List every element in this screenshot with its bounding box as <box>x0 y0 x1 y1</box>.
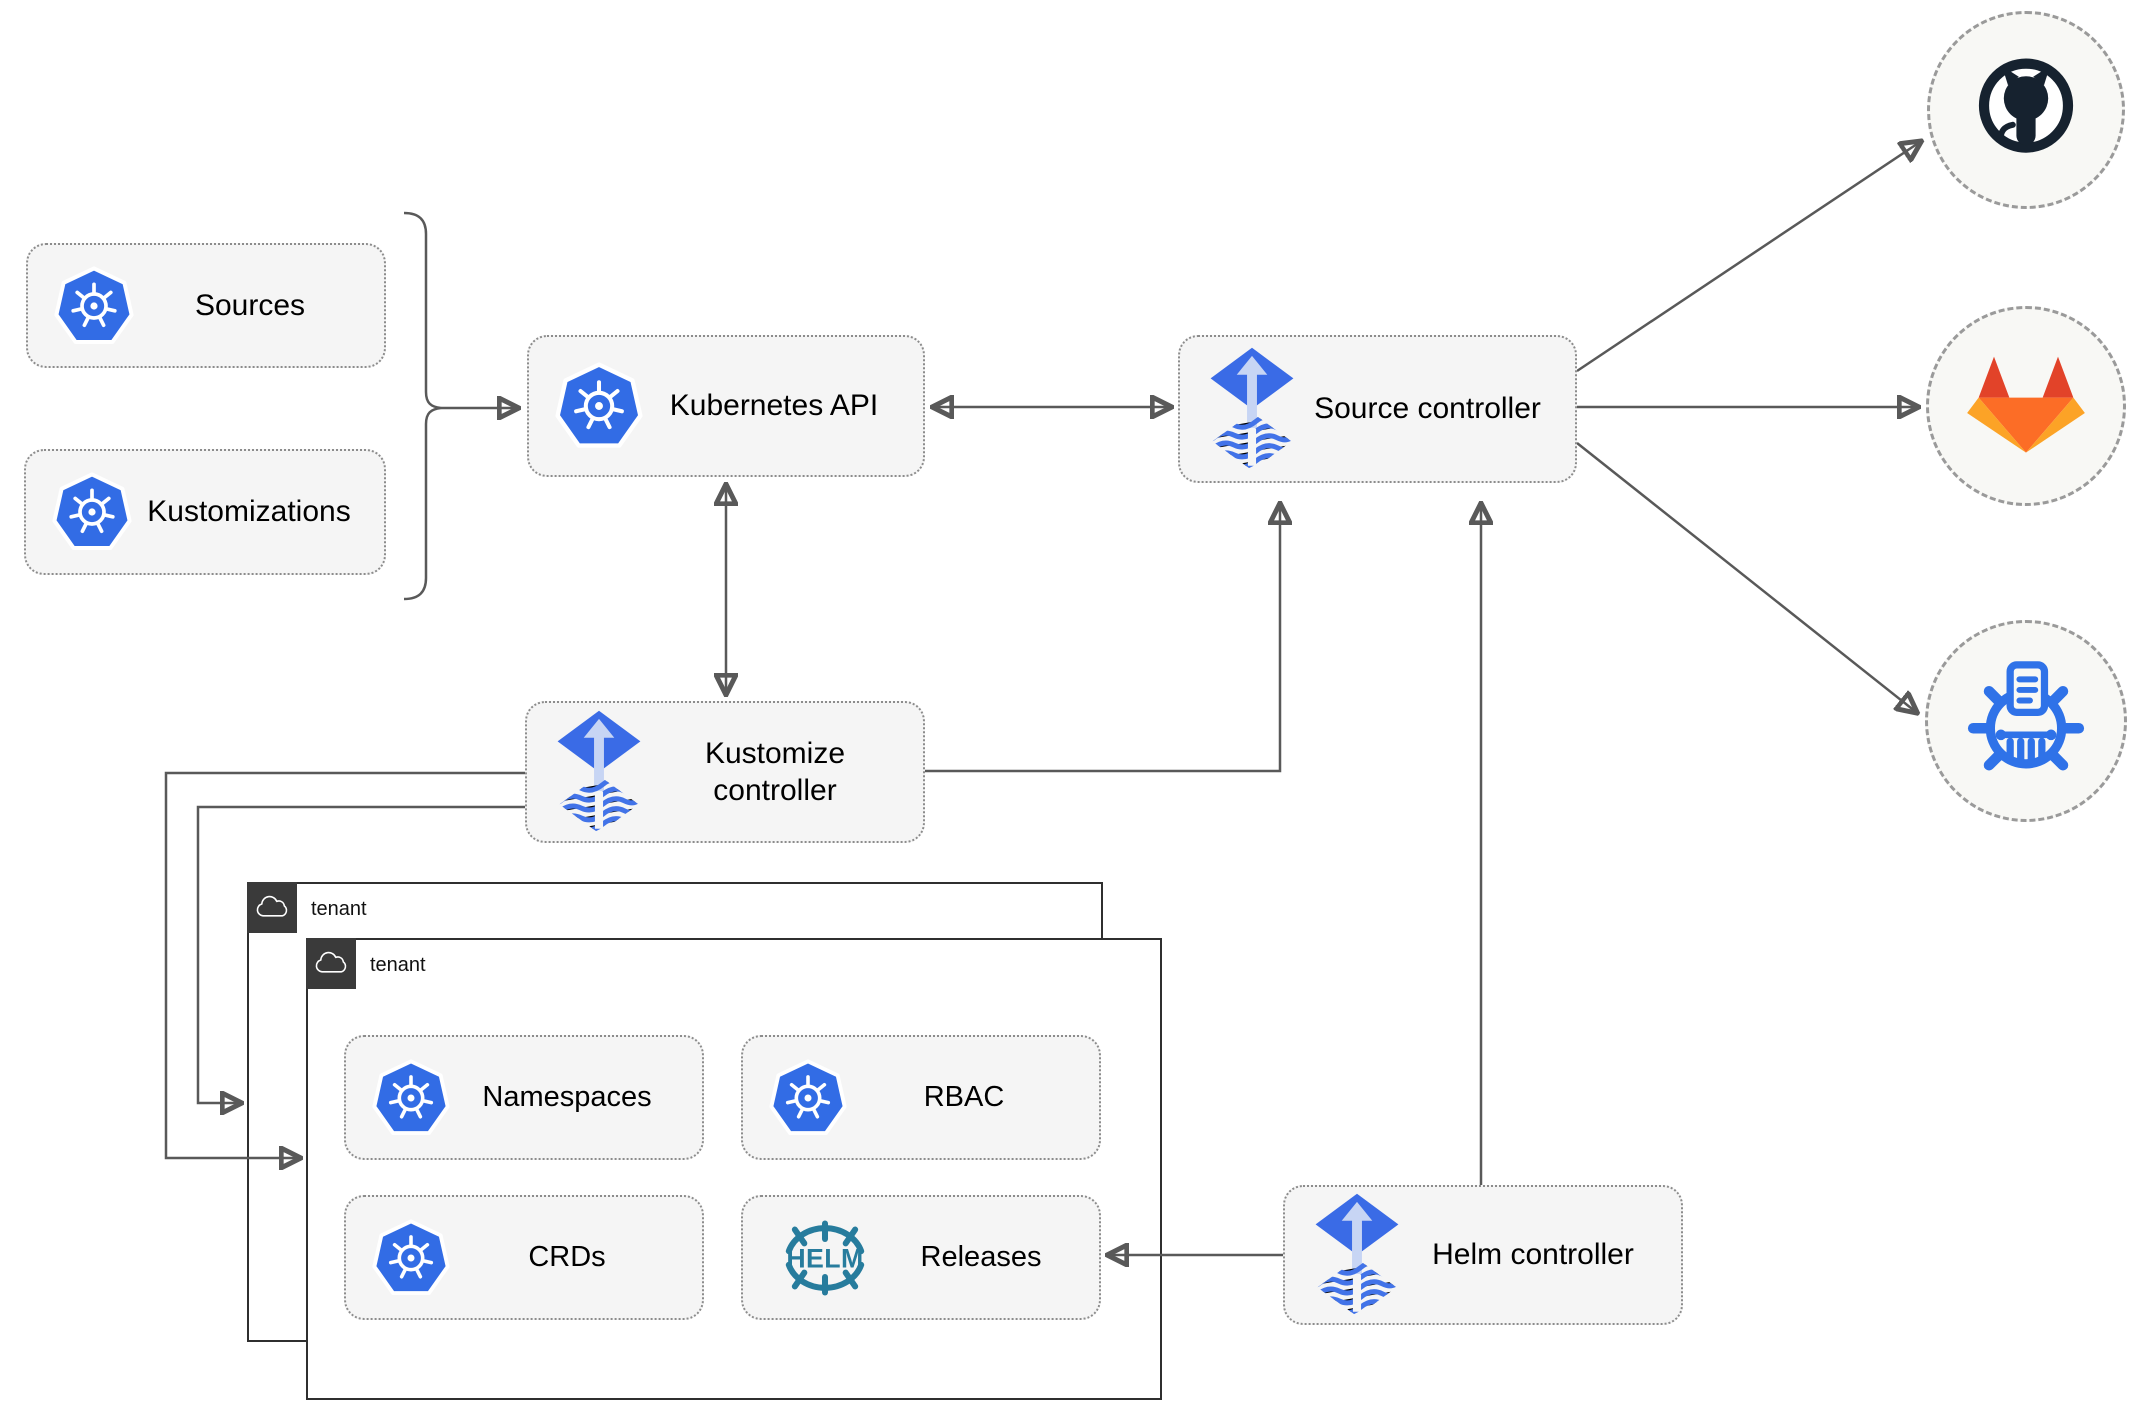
node-label: Kustomizations <box>147 495 351 529</box>
cloud-icon <box>247 882 297 933</box>
flux-icon <box>1311 1192 1403 1318</box>
tenant-label: tenant <box>311 898 367 920</box>
gitlab-circle <box>1926 306 2126 506</box>
github-circle <box>1927 11 2125 209</box>
crds-node: CRDs <box>344 1195 704 1320</box>
kubernetes-icon <box>372 1218 450 1297</box>
node-label: Helm controller <box>1432 1238 1634 1272</box>
cloud-icon <box>306 938 356 989</box>
rbac-node: RBAC <box>741 1035 1101 1160</box>
node-label: Kustomize controller <box>704 736 846 808</box>
node-label: RBAC <box>923 1081 1005 1114</box>
kubernetes-icon <box>372 1058 450 1137</box>
chartmuseum-icon <box>1960 653 2092 790</box>
kubernetes-icon <box>769 1058 847 1137</box>
gitlab-icon <box>1962 348 2090 465</box>
node-label: Sources <box>194 288 306 322</box>
bracket-sources-group <box>403 211 442 601</box>
kustomize-controller-node: Kustomize controller <box>525 701 925 843</box>
tenant-box-front: tenant <box>306 938 1162 1400</box>
node-label: CRDs <box>528 1241 606 1274</box>
releases-node: HELM Releases <box>741 1195 1101 1320</box>
kubernetes-api-node: Kubernetes API <box>527 335 925 477</box>
sources-node: Sources <box>26 243 386 368</box>
kubernetes-icon <box>52 472 132 552</box>
flux-icon <box>1206 346 1298 472</box>
edge-source-to-github <box>1576 142 1920 373</box>
kustomizations-node: Kustomizations <box>24 449 386 575</box>
tenant-label: tenant <box>370 954 426 976</box>
namespaces-node: Namespaces <box>344 1035 704 1160</box>
edge-source-to-chartmuseum <box>1576 442 1916 712</box>
kubernetes-icon <box>555 362 643 450</box>
node-label: Releases <box>920 1241 1042 1274</box>
github-icon <box>1966 48 2086 173</box>
flux-icon <box>553 709 645 835</box>
helm-controller-node: Helm controller <box>1283 1185 1683 1325</box>
helm-logo-icon: HELM <box>769 1218 881 1298</box>
node-label: Kubernetes API <box>669 389 879 423</box>
source-controller-node: Source controller <box>1178 335 1577 483</box>
edge-kustomize-to-source <box>925 505 1280 773</box>
node-label: Source controller <box>1314 392 1541 426</box>
kubernetes-icon <box>54 265 134 346</box>
node-label: Namespaces <box>482 1081 652 1114</box>
chartmuseum-circle <box>1925 620 2127 822</box>
helm-wordmark: HELM <box>786 1243 863 1273</box>
